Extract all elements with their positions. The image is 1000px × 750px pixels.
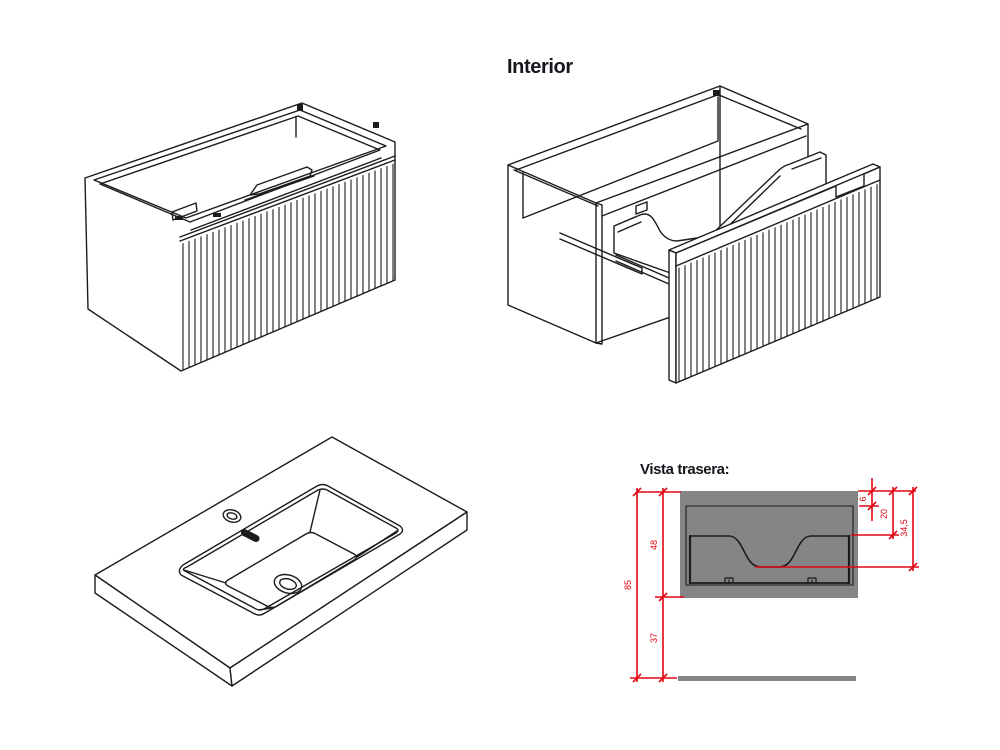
floor-line <box>678 676 856 681</box>
drawer-back-panel-with-siphon-cutout <box>613 151 827 276</box>
interior-title: Interior <box>507 56 573 78</box>
svg-text:85: 85 <box>623 580 633 590</box>
basin-recess <box>178 483 404 616</box>
countertop-slab <box>94 436 468 687</box>
rear-view-title: Vista trasera: <box>640 461 730 478</box>
svg-text:37: 37 <box>649 633 659 643</box>
svg-text:6: 6 <box>858 496 868 501</box>
dimension-lines: 85 48 37 6 20 <box>623 478 919 683</box>
fluted-front-panel <box>179 155 396 371</box>
overflow-slot <box>240 529 260 543</box>
cabinet-back-view <box>680 491 858 598</box>
svg-text:34,5: 34,5 <box>899 519 909 537</box>
svg-text:20: 20 <box>879 509 889 519</box>
dimension-line-85: 85 <box>623 487 681 683</box>
washbasin-countertop-isometric-drawing <box>94 436 468 687</box>
svg-text:48: 48 <box>649 540 659 550</box>
mounting-brackets <box>175 104 379 220</box>
drawer-clips <box>724 577 817 584</box>
closed-cabinet-isometric-drawing <box>84 102 396 372</box>
interior-handle-rail <box>171 166 315 221</box>
drawer-side-wall <box>615 254 677 288</box>
drawer-fluted-front <box>668 163 881 384</box>
faucet-hole <box>222 509 242 523</box>
dimension-line-20: 20 <box>851 486 899 540</box>
dimension-line-48-37: 48 37 <box>649 487 684 683</box>
dimension-line-34-5: 34,5 <box>755 486 919 572</box>
rear-view-technical-drawing: 85 48 37 6 20 <box>623 478 919 683</box>
open-drawer-cabinet-isometric-drawing <box>507 85 881 384</box>
drain-hole <box>273 573 303 595</box>
dimension-line-6: 6 <box>858 478 916 521</box>
